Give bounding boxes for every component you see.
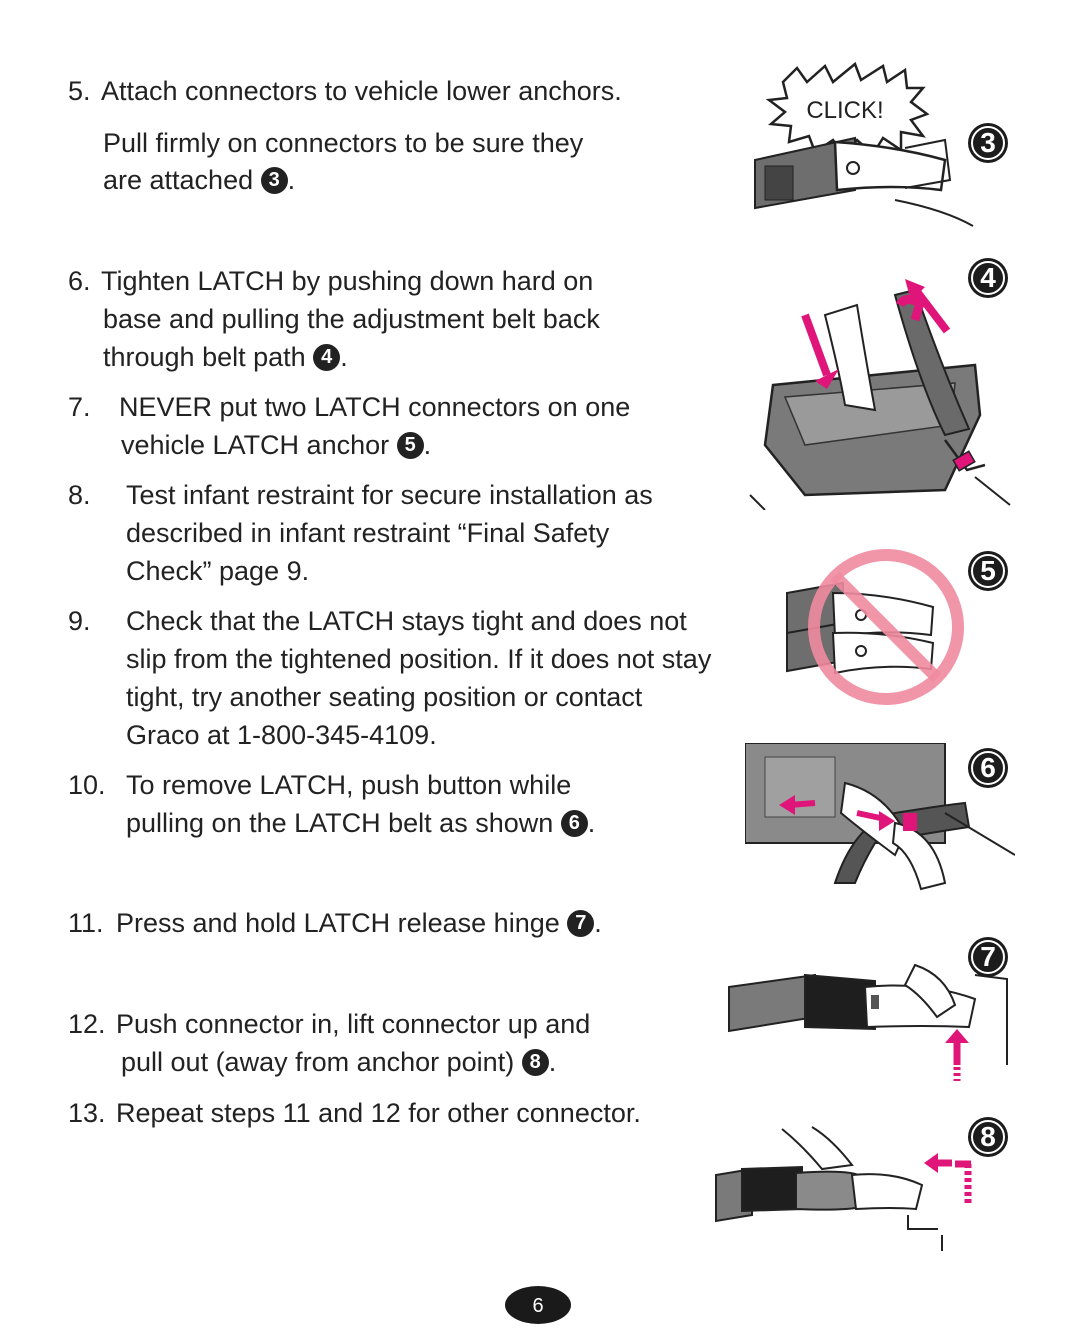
step-text: tight, try another seating position or c…	[126, 682, 643, 712]
step-text: slip from the tightened position. If it …	[126, 644, 712, 674]
step-text: base and pulling the adjustment belt bac…	[103, 304, 600, 334]
step-text: Pull firmly on connectors to be sure the…	[103, 128, 584, 158]
step-text: pull out (away from anchor point) 8.	[121, 1047, 557, 1077]
figure-ref-5: 5	[396, 432, 424, 459]
step-text: Test infant restraint for secure install…	[126, 480, 653, 510]
step-text: To remove LATCH, push button while	[126, 770, 572, 800]
figure-ref-7: 7	[567, 910, 595, 937]
step-text: described in infant restraint “Final Saf…	[126, 518, 610, 548]
figure-7-release-hinge	[728, 963, 1008, 1081]
step-text: pulling on the LATCH belt as shown 6.	[126, 808, 596, 838]
step-number: 12.	[68, 1009, 106, 1039]
step-text: through belt path 4.	[103, 342, 348, 372]
step-number: 6.	[68, 266, 91, 296]
page-number: 6	[505, 1286, 571, 1324]
step-number: 8.	[68, 480, 91, 510]
pull-out-arrow-tail	[955, 1160, 972, 1204]
figure-6-remove-latch	[745, 743, 1015, 891]
figure-ref-6: 6	[560, 810, 588, 837]
step-text: NEVER put two LATCH connectors on one	[119, 392, 631, 422]
step-number: 9.	[68, 606, 91, 636]
step-text: Press and hold LATCH release hinge 7.	[116, 908, 602, 938]
figure-badge-6: 6	[968, 748, 1008, 788]
figure-ref-8: 8	[521, 1049, 549, 1076]
step-number: 7.	[68, 392, 91, 422]
figure-4-tighten-belt	[749, 279, 1011, 510]
figure-badge-8: 8	[968, 1117, 1008, 1157]
prohibit-icon	[808, 549, 964, 705]
step-text: Repeat steps 11 and 12 for other connect…	[116, 1098, 641, 1128]
step-text: vehicle LATCH anchor 5.	[121, 430, 432, 460]
step-text: Attach connectors to vehicle lower ancho…	[101, 76, 622, 106]
figure-ref-4: 4	[313, 344, 341, 371]
step-text: Graco at 1-800-345-4109.	[126, 720, 437, 750]
figure-badge-5: 5	[968, 551, 1008, 591]
figure-8-pull-out	[715, 1126, 952, 1251]
figure-badge-3: 3	[968, 123, 1008, 163]
figure-3-connector-click: CLICK!	[754, 61, 974, 227]
step-text: Push connector in, lift connector up and	[116, 1009, 591, 1039]
figure-5-prohibited	[786, 549, 964, 705]
step-number: 5.	[68, 76, 91, 106]
click-callout: CLICK!	[806, 97, 883, 124]
figure-badge-4: 4	[968, 258, 1008, 298]
step-number: 10.	[68, 770, 106, 800]
step-number: 13.	[68, 1098, 106, 1128]
step-text: are attached 3.	[103, 165, 296, 195]
step-number: 11.	[68, 908, 104, 938]
step-text: Check” page 9.	[126, 556, 310, 586]
step-text: Tighten LATCH by pushing down hard on	[101, 266, 594, 296]
figure-ref-3: 3	[260, 167, 288, 194]
figure-badge-7: 7	[968, 937, 1008, 977]
step-text: Check that the LATCH stays tight and doe…	[126, 606, 687, 636]
